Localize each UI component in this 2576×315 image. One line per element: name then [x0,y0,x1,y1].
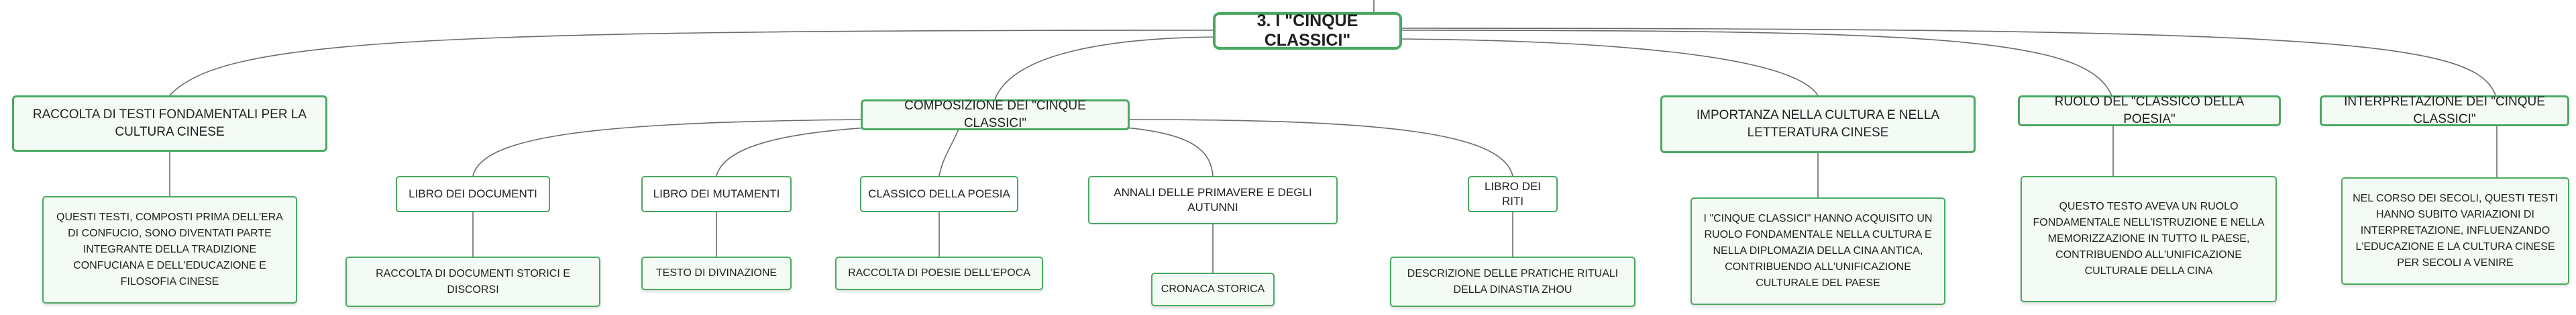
detail-libro-mutamenti[interactable]: TESTO DI DIVINAZIONE [641,257,792,290]
branch-composizione[interactable]: COMPOSIZIONE DEI "CINQUE CLASSICI" [861,99,1130,130]
connector-central-b3 [1395,38,1819,96]
connector-b2-c1 [472,119,861,177]
connector-central-b4 [1401,30,2114,100]
detail-classico-poesia[interactable]: RACCOLTA DI POESIE DELL'EPOCA [835,257,1043,290]
connector-central-b1 [169,30,1214,96]
branch-ruolo-poesia[interactable]: RUOLO DEL "CLASSICO DELLA POESIA" [2018,95,2281,126]
central-topic[interactable]: 3. I "CINQUE CLASSICI" [1213,11,1402,50]
detail-raccolta-testi[interactable]: QUESTI TESTI, COMPOSTI PRIMA DELL'ERA DI… [42,196,297,304]
detail-importanza[interactable]: I "CINQUE CLASSICI" HANNO ACQUISITO UN R… [1690,197,1945,305]
connector-b2-c4 [1106,126,1214,177]
detail-annali[interactable]: CRONACA STORICA [1151,273,1275,306]
branch-raccolta-testi[interactable]: RACCOLTA DI TESTI FONDAMENTALI PER LA CU… [12,95,327,152]
child-classico-poesia[interactable]: CLASSICO DELLA POESIA [860,176,1018,212]
branch-interpretazione[interactable]: INTERPRETAZIONE DEI "CINQUE CLASSICI" [2320,95,2569,126]
branch-importanza[interactable]: IMPORTANZA NELLA CULTURA E NELLA LETTERA… [1660,95,1976,153]
detail-ruolo-poesia[interactable]: QUESTO TESTO AVEVA UN RUOLO FONDAMENTALE… [2021,176,2277,302]
connector-b2-c2 [716,126,893,177]
detail-libro-documenti[interactable]: RACCOLTA DI DOCUMENTI STORICI E DISCORSI [345,257,600,307]
connector-b2-c3 [938,127,960,177]
connector-central-b2 [994,36,1228,100]
detail-interpretazione[interactable]: NEL CORSO DEI SECOLI, QUESTI TESTI HANNO… [2341,177,2569,285]
child-libro-riti[interactable]: LIBRO DEI RITI [1468,176,1558,212]
connector-central-b5 [1401,28,2498,100]
child-libro-mutamenti[interactable]: LIBRO DEI MUTAMENTI [641,176,792,212]
connector-b2-c5 [1129,119,1513,177]
child-libro-documenti[interactable]: LIBRO DEI DOCUMENTI [396,176,550,212]
child-annali[interactable]: ANNALI DELLE PRIMAVERE E DEGLI AUTUNNI [1088,176,1338,224]
detail-libro-riti[interactable]: DESCRIZIONE DELLE PRATICHE RITUALI DELLA… [1390,257,1635,307]
